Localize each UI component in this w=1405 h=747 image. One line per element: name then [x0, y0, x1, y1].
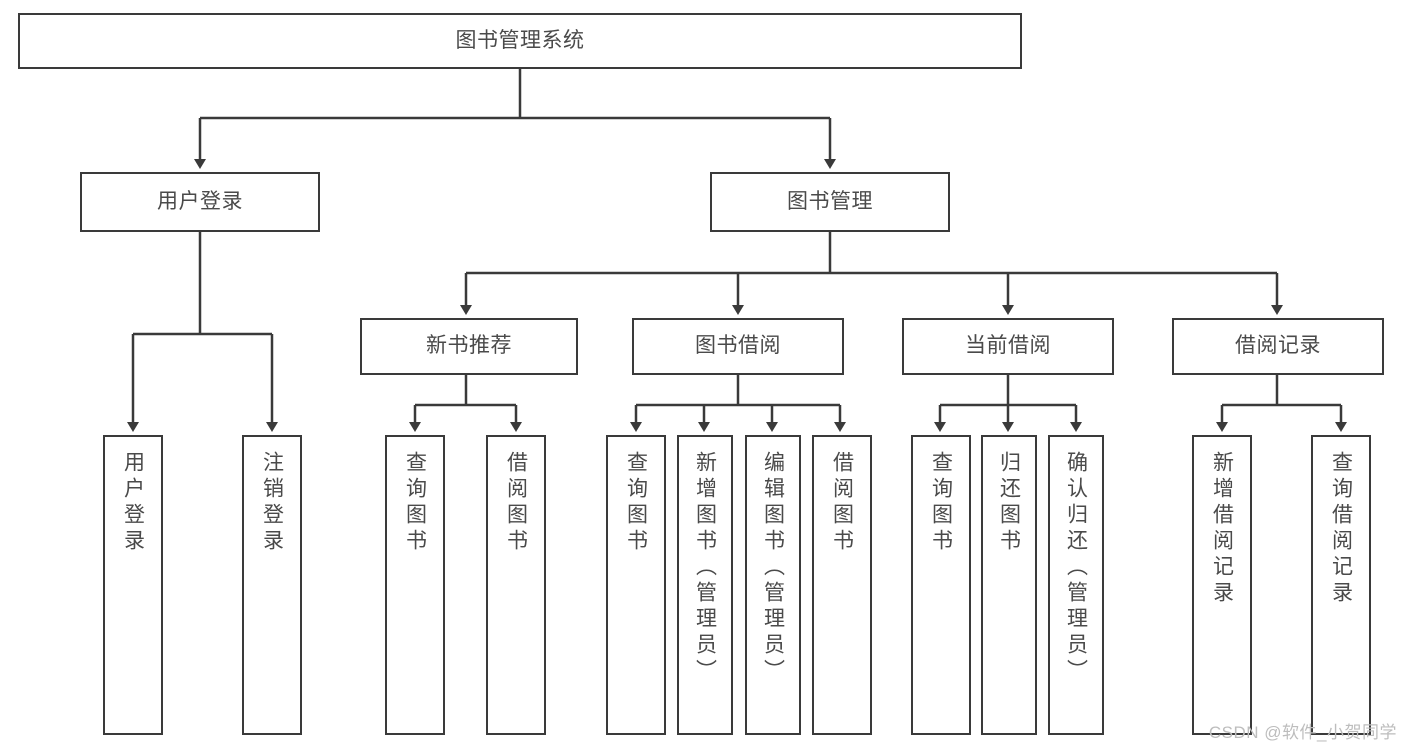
leaf-confirm-return[interactable]: 确认归还（管理员） [1048, 435, 1104, 735]
leaf-user-login[interactable]: 用户登录 [103, 435, 163, 735]
leaf-query-borrow-record[interactable]: 查询借阅记录 [1311, 435, 1371, 735]
leaf-edit-book[interactable]: 编辑图书（管理员） [745, 435, 801, 735]
leaf-return-book[interactable]: 归还图书 [981, 435, 1037, 735]
leaf-add-borrow-record-label: 新增借阅记录 [1210, 451, 1234, 607]
node-new-book-recommend-label: 新书推荐 [426, 334, 512, 358]
leaf-query-borrow-record-label: 查询借阅记录 [1329, 451, 1353, 607]
leaf-borrow-book-2[interactable]: 借阅图书 [812, 435, 872, 735]
node-borrow-record[interactable]: 借阅记录 [1172, 318, 1384, 375]
leaf-query-book-2[interactable]: 查询图书 [606, 435, 666, 735]
leaf-logout[interactable]: 注销登录 [242, 435, 302, 735]
leaf-edit-book-label: 编辑图书（管理员） [761, 451, 785, 685]
node-book-management-label: 图书管理 [787, 189, 873, 213]
node-book-borrow-label: 图书借阅 [695, 334, 781, 358]
node-root[interactable]: 图书管理系统 [18, 13, 1022, 69]
node-user-login[interactable]: 用户登录 [80, 172, 320, 232]
leaf-query-book-2-label: 查询图书 [624, 451, 648, 555]
leaf-query-book-3[interactable]: 查询图书 [911, 435, 971, 735]
leaf-query-book-3-label: 查询图书 [929, 451, 953, 555]
csdn-watermark: CSDN @软件_小贺同学 [1208, 723, 1397, 742]
node-root-label: 图书管理系统 [455, 28, 585, 52]
leaf-query-book-1[interactable]: 查询图书 [385, 435, 445, 735]
leaf-add-book-label: 新增图书（管理员） [693, 451, 717, 685]
node-book-borrow[interactable]: 图书借阅 [632, 318, 844, 375]
leaf-user-login-label: 用户登录 [121, 451, 145, 555]
node-new-book-recommend[interactable]: 新书推荐 [360, 318, 578, 375]
node-current-borrow[interactable]: 当前借阅 [902, 318, 1114, 375]
leaf-add-borrow-record[interactable]: 新增借阅记录 [1192, 435, 1252, 735]
leaf-return-book-label: 归还图书 [997, 451, 1021, 555]
node-current-borrow-label: 当前借阅 [965, 334, 1051, 358]
leaf-query-book-1-label: 查询图书 [403, 451, 427, 555]
node-borrow-record-label: 借阅记录 [1235, 334, 1321, 358]
leaf-add-book[interactable]: 新增图书（管理员） [677, 435, 733, 735]
leaf-borrow-book-1-label: 借阅图书 [504, 451, 528, 555]
node-user-login-label: 用户登录 [157, 189, 243, 213]
node-book-management[interactable]: 图书管理 [710, 172, 950, 232]
leaf-borrow-book-2-label: 借阅图书 [830, 451, 854, 555]
leaf-confirm-return-label: 确认归还（管理员） [1064, 451, 1088, 685]
leaf-logout-label: 注销登录 [260, 451, 284, 555]
leaf-borrow-book-1[interactable]: 借阅图书 [486, 435, 546, 735]
